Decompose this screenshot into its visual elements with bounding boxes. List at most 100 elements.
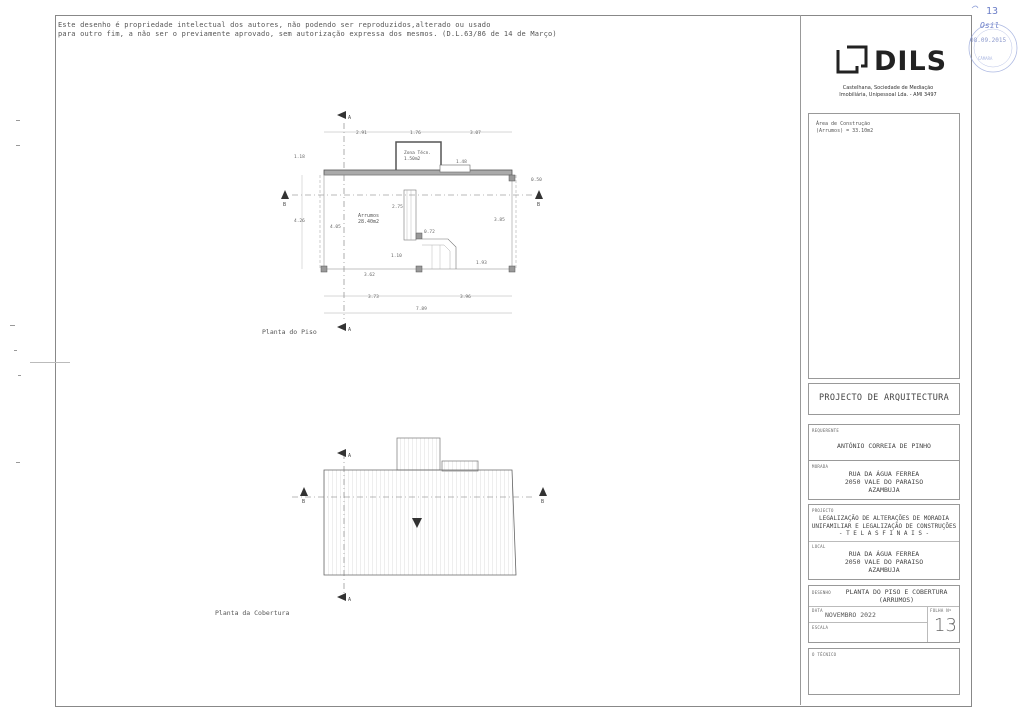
section-b-right-marker: B [535,190,543,208]
section-a-bottom-marker: A [337,323,351,333]
copyright-notice: Este desenho é propriedade intelectual d… [58,21,557,38]
roof-plan-caption: Planta da Cobertura [215,609,290,617]
dim-label: 7.89 [416,306,427,312]
section-label-b: B [537,202,540,208]
dils-logo-icon [836,45,868,74]
dim-label: 3.62 [364,272,375,278]
section-label-a: A [348,597,351,603]
morada-line-1: RUA DA ÁGUA FERREA [848,470,920,478]
morada-address: RUA DA ÁGUA FERREA 2050 VALE DO PARAISO … [809,470,959,494]
local-label: LOCAL [812,543,826,549]
roof-section-a-top-marker: A [337,449,351,459]
section-a-top-marker: A [337,111,351,121]
room-area: 28.40m2 [358,219,379,225]
dim-label: 0.72 [424,229,435,235]
projecto-description: LEGALIZAÇÃO DE ALTERAÇÕES DE MORADIA UNI… [809,515,959,538]
morada-line-3: AZAMBUJA [868,486,900,494]
dim-label: 1.93 [476,260,487,266]
requerente-box: REQUERENTE ANTÓNIO CORREIA DE PINHO [808,424,960,461]
local-line-2: 2050 VALE DO PARAISO [844,557,924,566]
desenho-row: DESENHO PLANTA DO PISO E COBERTURA (ARRU… [809,586,959,607]
section-label-b: B [541,499,544,505]
section-b-left-marker: B [281,190,289,208]
folha-value: 13 [934,615,957,636]
dim-label: 3.85 [494,217,505,223]
svg-text:08.09.2015: 08.09.2015 [970,37,1007,44]
zone-name: Zona Técn. [404,149,431,156]
escala-row: ESCALA [809,622,928,642]
morada-line-2: 2050 VALE DO PARAISO [844,478,924,486]
section-label-a: A [348,327,351,333]
area-label: Área de Construção [816,121,871,127]
data-value: NOVEMBRO 2022 [825,611,876,619]
desenho-label: DESENHO [812,590,831,595]
margin-mark [18,375,21,376]
margin-mark [16,462,20,463]
local-address: RUA DA ÁGUA FERREA 2050 VALE DO PARAISO … [809,550,959,574]
margin-mark [16,145,20,146]
notice-line-2: para outro fim, a não ser o previamente … [58,29,557,38]
dim-label: 4.26 [294,218,305,224]
morada-box: MORADA RUA DA ÁGUA FERREA 2050 VALE DO P… [808,460,960,500]
stamp-number: 13 [986,6,998,17]
dim-label: 1.76 [410,130,421,136]
approval-stamp: CÂMARA 08.09.2015 13 Osil [968,5,1018,73]
local-line-1: RUA DA ÁGUA FERREA [848,549,920,558]
escala-label: ESCALA [812,625,829,630]
svg-text:CÂMARA: CÂMARA [978,56,993,61]
section-label-b: B [283,202,286,208]
logo-text: DILS [874,46,948,77]
section-label-a: A [348,115,351,121]
dim-label: 1.10 [391,253,402,259]
stamp-initials: Osil [980,21,999,30]
area-value: (Arrumos) = 33.10m2 [816,127,874,134]
dim-label: 4.05 [330,224,341,230]
area-box: Área de Construção (Arrumos) = 33.10m2 [808,113,960,379]
slope-arrow-icon [412,518,422,528]
fold-mark [30,362,70,363]
roof-section-b-left-marker: B [300,487,308,505]
dim-label: 3.73 [368,294,379,300]
tecnico-box: O TÉCNICO [808,648,960,695]
projecto-label: PROJECTO [812,508,834,513]
drawing-frame [55,15,972,707]
margin-mark [16,120,20,121]
local-line-3: AZAMBUJA [868,565,900,574]
projecto-line-3: - T E L A S F I N A I S - [838,530,930,537]
margin-mark [14,350,17,351]
dim-label: 2.75 [392,204,403,210]
company-name: Castelhana, Sociedade de Mediação Imobil… [808,85,968,98]
dim-label: 1.18 [294,154,305,160]
roof-plan: A A B B [292,437,547,603]
morada-label: MORADA [812,464,829,469]
desenho-line-2: (ARRUMOS) [878,596,915,604]
projecto-line-1: LEGALIZAÇÃO DE ALTERAÇÕES DE MORADIA [818,515,950,522]
projecto-box: PROJECTO LEGALIZAÇÃO DE ALTERAÇÕES DE MO… [808,504,960,580]
project-title-box: PROJECTO DE ARQUITECTURA [808,383,960,415]
data-label: DATA [812,608,823,613]
section-label-b: B [302,499,305,505]
desenho-line-1: PLANTA DO PISO E COBERTURA [845,588,948,596]
drawing-info-box: DESENHO PLANTA DO PISO E COBERTURA (ARRU… [808,585,960,643]
dim-label: 0.50 [531,177,542,183]
notice-line-1: Este desenho é propriedade intelectual d… [58,21,491,29]
dim-label: 3.96 [460,294,471,300]
data-row: DATA NOVEMBRO 2022 [809,606,928,623]
room-name: Arrumos [358,213,379,219]
dim-label: 3.07 [470,130,481,136]
company-line-1: Castelhana, Sociedade de Mediação [842,85,934,91]
folha-label: FOLHA Nº [930,608,952,613]
section-label-a: A [348,453,351,459]
margin-mark [10,325,15,326]
desenho-title: PLANTA DO PISO E COBERTURA (ARRUMOS) [834,588,959,604]
project-title: PROJECTO DE ARQUITECTURA [818,393,950,403]
requerente-value: ANTÓNIO CORREIA DE PINHO [837,442,931,450]
requerente-label: REQUERENTE [812,428,840,433]
company-line-2: Imobiliária, Unipessoal Lda. - AMI 3497 [839,91,937,98]
zone-area: 1.50m2 [404,156,421,162]
floor-plan: A A B B 2.91 1.76 3.07 Zona Técn. 1.50m2… [281,111,543,333]
roof-section-a-bottom-marker: A [337,593,351,603]
title-block [800,15,971,705]
dim-label: 2.91 [356,130,367,136]
tecnico-label: O TÉCNICO [812,652,837,657]
